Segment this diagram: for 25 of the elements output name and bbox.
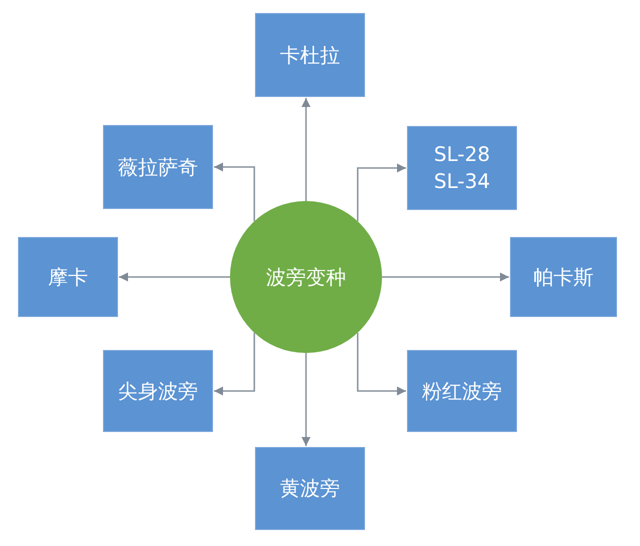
process-box <box>407 126 517 210</box>
process-box <box>255 13 365 97</box>
node-label: 帕卡斯 <box>534 264 594 290</box>
arrow <box>214 162 256 222</box>
arrow <box>356 332 406 396</box>
arrow <box>356 164 406 222</box>
node-label: 粉红波旁 <box>422 378 502 404</box>
process-box <box>103 350 213 432</box>
process-box <box>18 237 118 317</box>
arrow <box>382 272 509 282</box>
arrow <box>214 332 256 396</box>
node-label: 尖身波旁 <box>118 378 198 404</box>
process-box <box>510 237 617 317</box>
node-label: 卡杜拉 <box>280 42 340 68</box>
arrow <box>302 98 310 201</box>
arrow <box>119 272 230 282</box>
arrow <box>302 353 310 446</box>
node-label: 黄波旁 <box>280 475 340 502</box>
node-label: 薇拉萨奇 <box>118 154 198 180</box>
process-box <box>255 447 365 530</box>
process-box <box>407 350 517 432</box>
node-label: 摩卡 <box>48 264 88 290</box>
node-label: 波旁变种 <box>266 264 346 290</box>
process-box <box>103 125 213 209</box>
node-label: SL-28 SL-34 <box>432 141 492 195</box>
